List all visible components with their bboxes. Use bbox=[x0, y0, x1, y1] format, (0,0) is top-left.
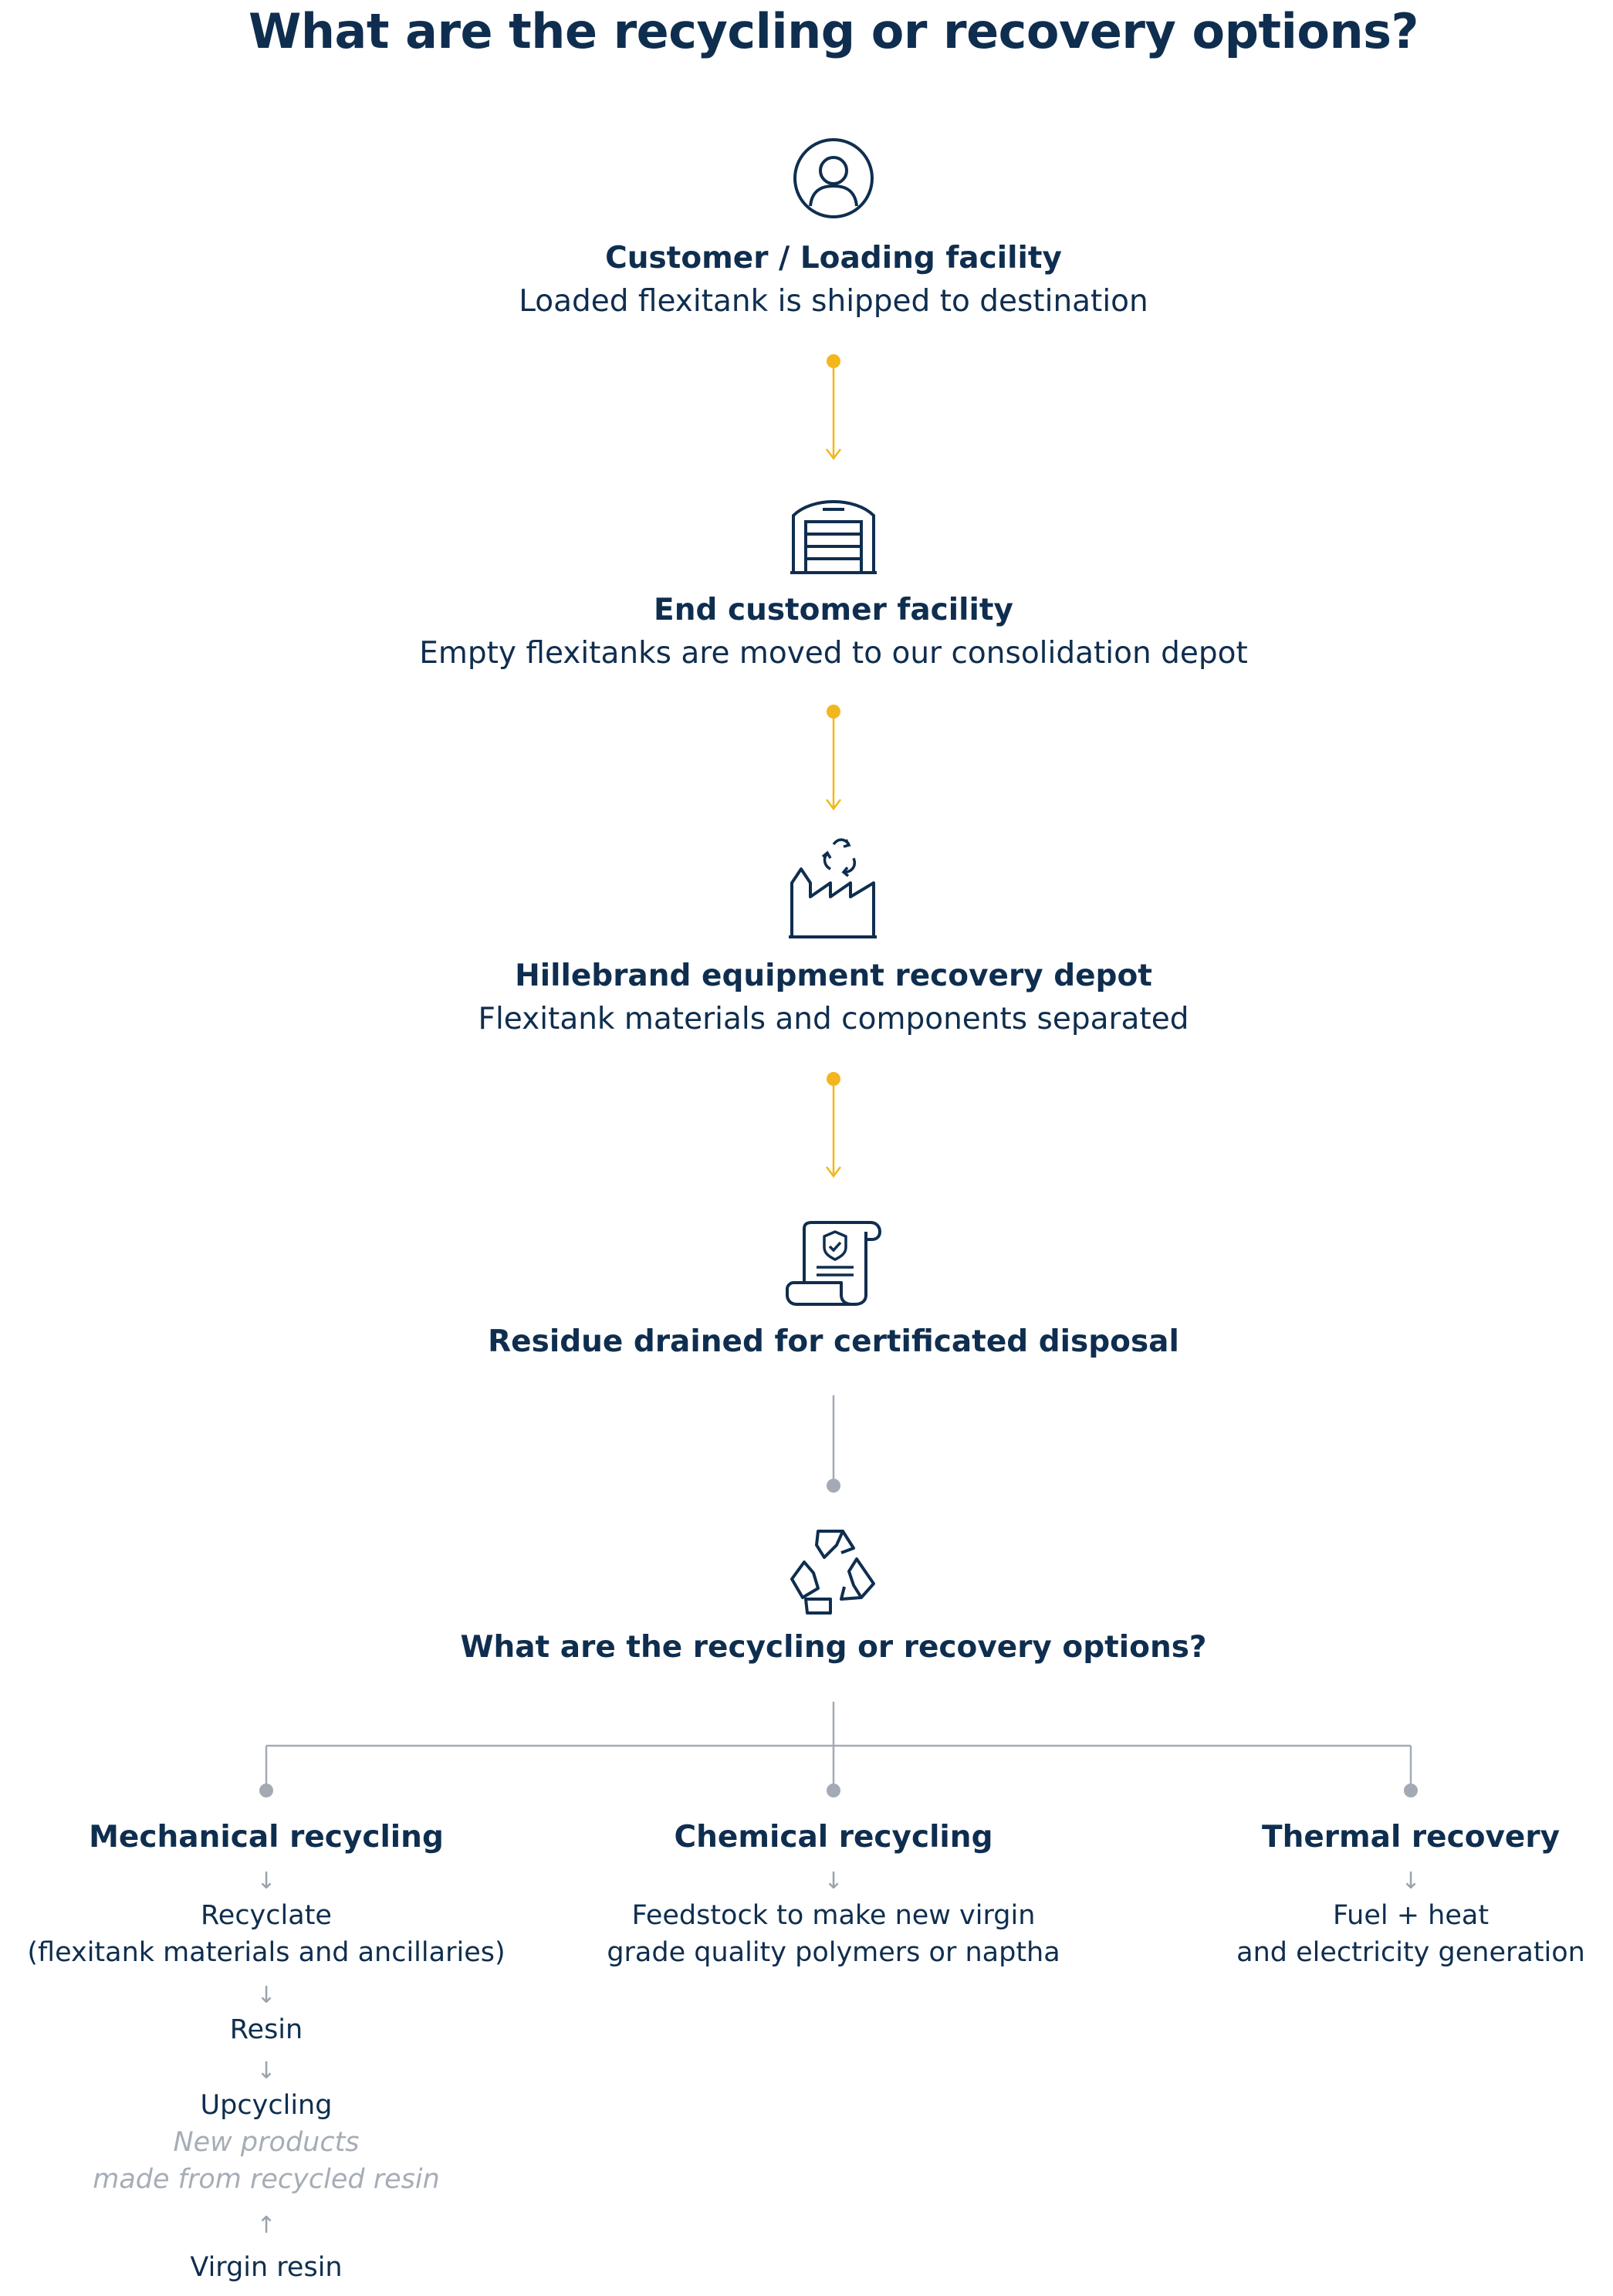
chemical-feedstock: Feedstock to make new virgin bbox=[631, 1900, 1036, 1931]
up-arrow-icon: ↑ bbox=[256, 2212, 276, 2239]
chemical-feedstock-detail: grade quality polymers or naptha bbox=[607, 1937, 1060, 1968]
branch-title-thermal: Thermal recovery bbox=[1261, 1820, 1561, 1855]
step-title-recovery-depot: Hillebrand equipment recovery depot bbox=[515, 959, 1152, 993]
thermal-fuel-heat: Fuel + heat bbox=[1332, 1900, 1490, 1931]
mechanical-virgin-resin: Virgin resin bbox=[190, 2252, 343, 2283]
step-title-residue: Residue drained for certificated disposa… bbox=[488, 1324, 1179, 1359]
user-icon bbox=[793, 138, 874, 218]
grey-connector bbox=[827, 1395, 840, 1493]
step-desc-recovery-depot: Flexitank materials and components separ… bbox=[478, 1002, 1189, 1036]
yellow-connector-2 bbox=[826, 705, 841, 811]
step-title-options: What are the recycling or recovery optio… bbox=[460, 1630, 1207, 1665]
down-arrow-icon: ↓ bbox=[256, 1982, 276, 2009]
step-desc-end-customer: Empty flexitanks are moved to our consol… bbox=[419, 636, 1248, 671]
page-title: What are the recycling or recovery optio… bbox=[249, 3, 1419, 59]
down-arrow-icon: ↓ bbox=[823, 1868, 844, 1895]
branch-title-chemical: Chemical recycling bbox=[674, 1820, 993, 1855]
step-desc-customer: Loaded flexitank is shipped to destinati… bbox=[519, 284, 1148, 319]
certificate-scroll-icon bbox=[786, 1221, 881, 1306]
mechanical-new-products: New products bbox=[173, 2127, 360, 2158]
recycle-icon bbox=[790, 1530, 875, 1615]
mechanical-upcycling: Upcycling bbox=[200, 2090, 333, 2121]
mechanical-recyclate-detail: (flexitank materials and ancillaries) bbox=[27, 1937, 506, 1968]
down-arrow-icon: ↓ bbox=[256, 1868, 276, 1895]
step-title-end-customer: End customer facility bbox=[654, 593, 1013, 627]
factory-recycle-icon bbox=[789, 838, 877, 938]
down-arrow-icon: ↓ bbox=[1401, 1868, 1421, 1895]
yellow-connector-3 bbox=[826, 1072, 841, 1178]
step-title-customer: Customer / Loading facility bbox=[605, 241, 1062, 276]
branch-tree bbox=[259, 1702, 1418, 1797]
mechanical-recyclate: Recyclate bbox=[201, 1900, 332, 1931]
mechanical-new-products-detail: made from recycled resin bbox=[93, 2164, 440, 2195]
yellow-connector-1 bbox=[826, 354, 841, 461]
down-arrow-icon: ↓ bbox=[256, 2058, 276, 2085]
warehouse-icon bbox=[790, 500, 877, 574]
branch-title-mechanical: Mechanical recycling bbox=[89, 1820, 444, 1855]
mechanical-resin: Resin bbox=[229, 2014, 303, 2045]
thermal-electricity: and electricity generation bbox=[1236, 1937, 1585, 1968]
